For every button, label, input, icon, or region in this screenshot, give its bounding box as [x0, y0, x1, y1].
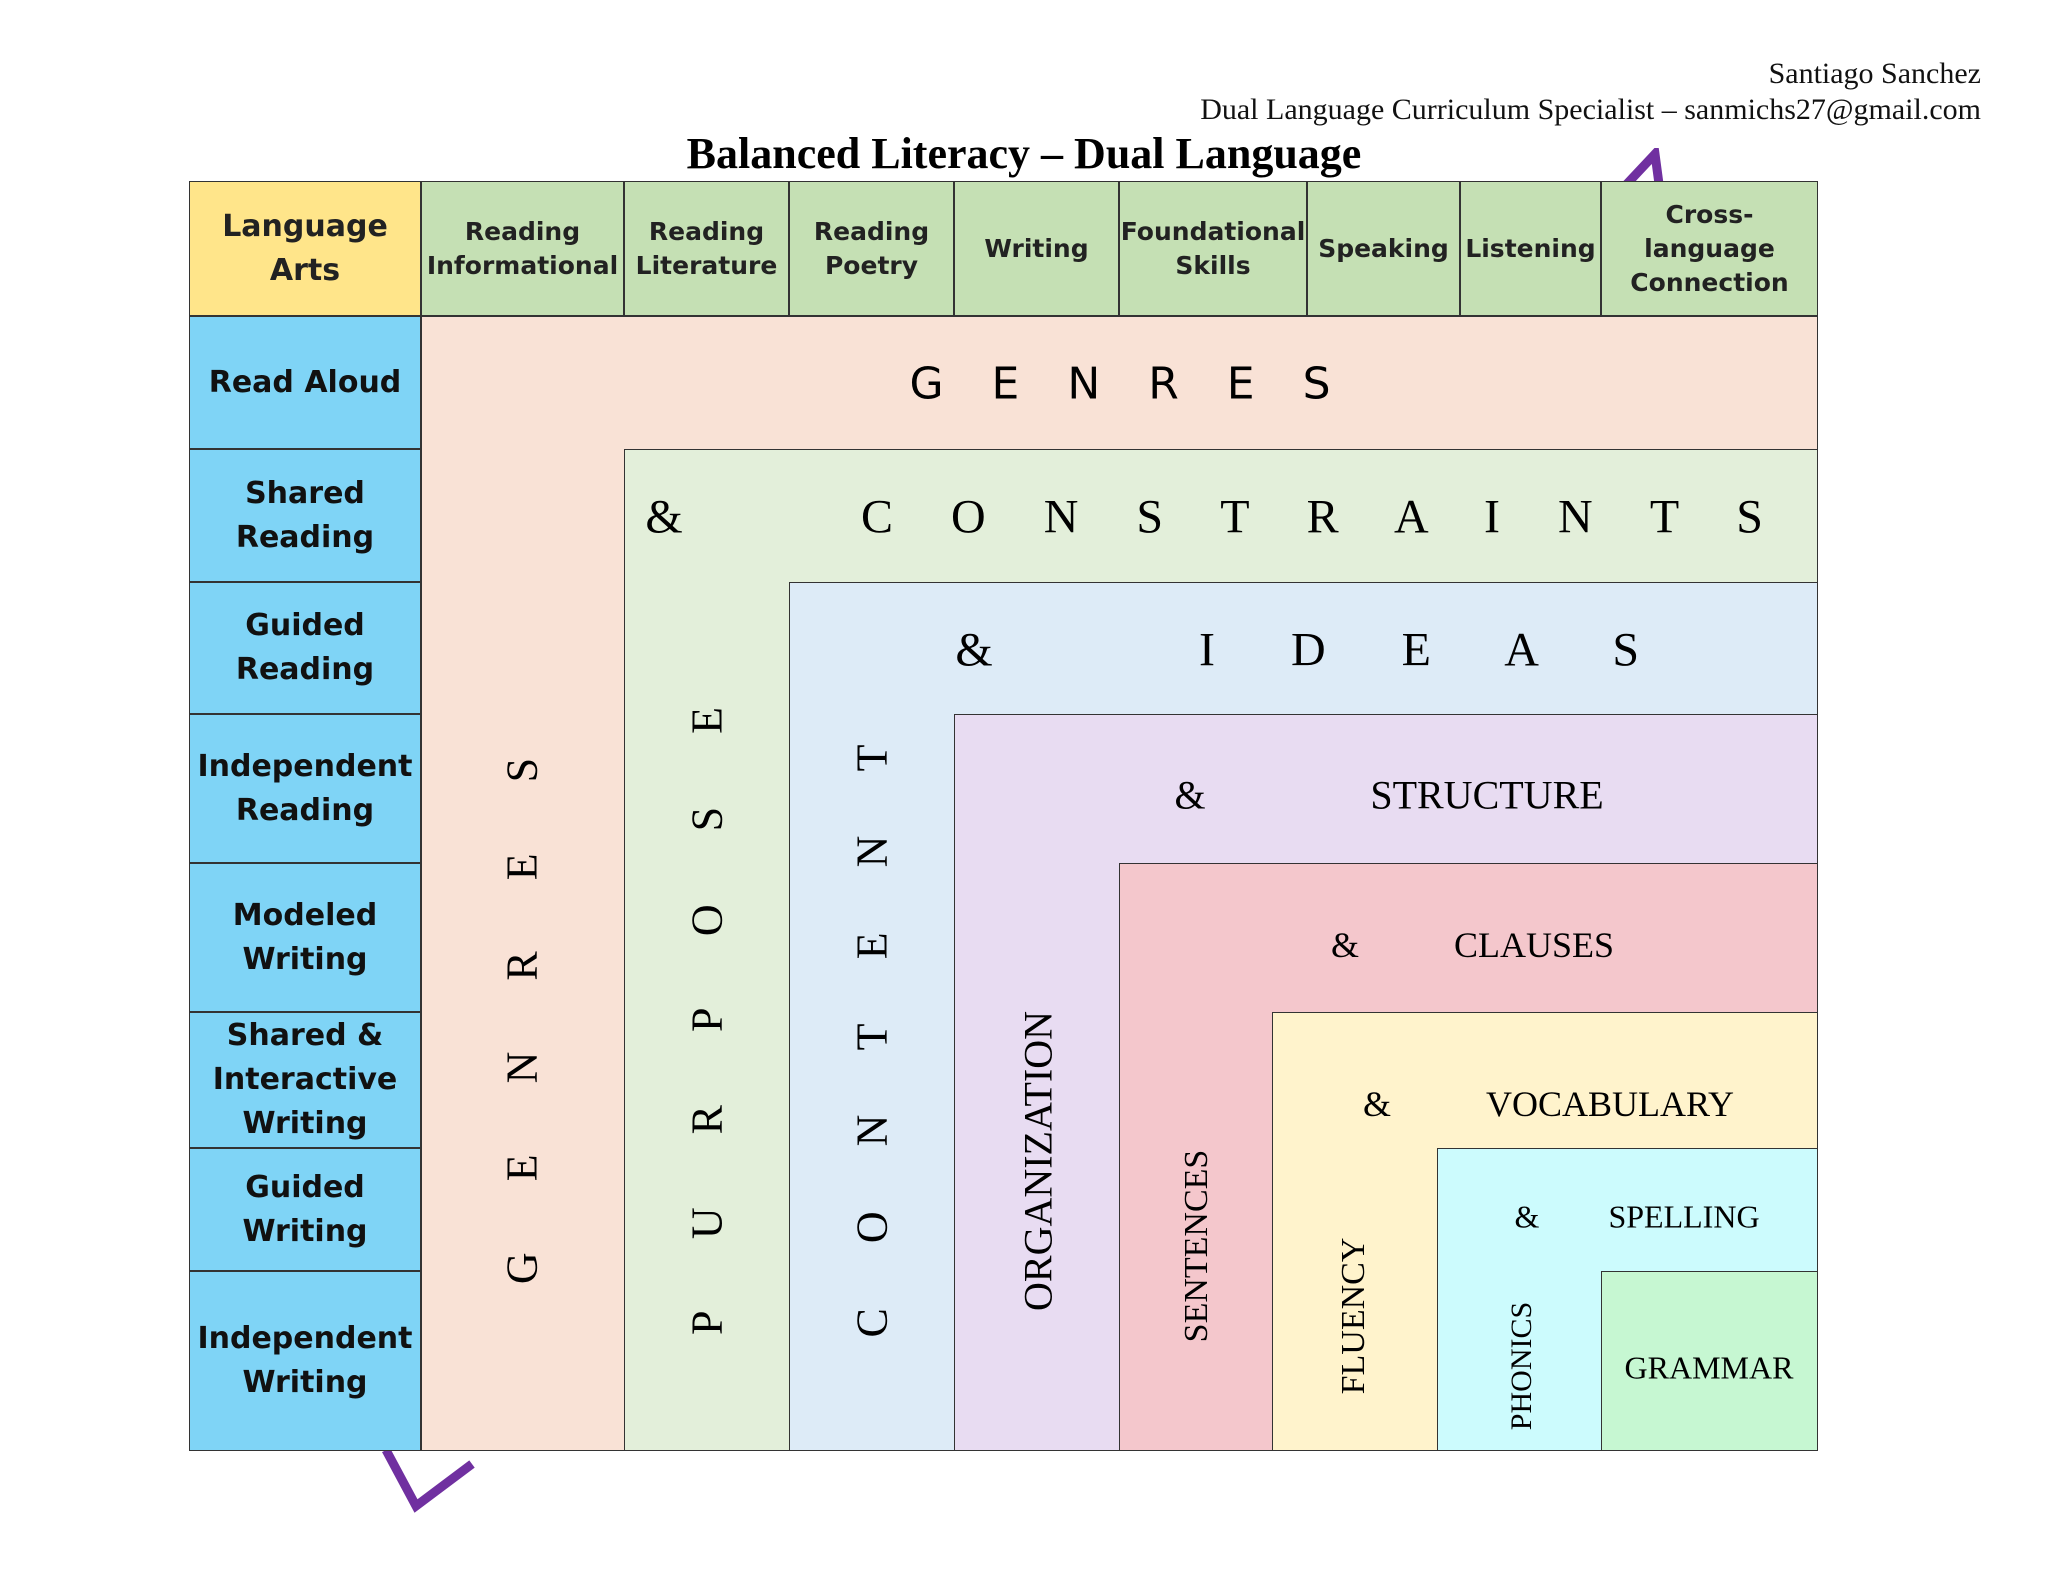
- fluency-amp: &: [1362, 1084, 1392, 1124]
- header-label: Reading Poetry: [813, 216, 930, 280]
- organization-vertical-label: ORGANIZATION: [1015, 1011, 1061, 1311]
- header-label: Reading Informational: [426, 216, 619, 280]
- arrow-top-right-icon: [1621, 148, 1664, 188]
- ideas-label: I D E A S: [1198, 623, 1640, 677]
- literacy-grid: Language Arts Reading Informational Read…: [189, 181, 1818, 1451]
- row-guided-writing: Guided Writing: [189, 1148, 421, 1271]
- purpose-vertical-label: P U R P O S E: [682, 707, 732, 1335]
- row-independent-reading: Independent Reading: [189, 714, 421, 863]
- header-label: Reading Literature: [635, 216, 778, 280]
- phonics-amp: &: [1514, 1198, 1540, 1235]
- row-label: Guided Writing: [242, 1169, 368, 1249]
- spelling-label: SPELLING: [1608, 1198, 1760, 1235]
- constraints-label: C O N S T R A I N T S: [861, 490, 1763, 544]
- header-writing: Writing: [954, 181, 1119, 316]
- author-block: Santiago Sanchez Dual Language Curriculu…: [1200, 56, 1981, 128]
- row-read-aloud: Read Aloud: [189, 316, 421, 449]
- header-reading-informational: Reading Informational: [421, 181, 624, 316]
- content-vertical-label: C O N T E N T: [847, 744, 897, 1338]
- grammar-label: GRAMMAR: [1624, 1349, 1794, 1386]
- content-amp: &: [955, 623, 993, 677]
- header-corner-label: Language Arts: [222, 208, 388, 288]
- structure-label: STRUCTURE: [1370, 772, 1604, 818]
- genres-horizontal-label: G E N R E S: [909, 358, 1331, 410]
- row-shared-reading: Shared Reading: [189, 449, 421, 582]
- row-label: Read Aloud: [208, 364, 402, 400]
- organization-amp: &: [1174, 772, 1206, 818]
- sentences-vertical-label: SENTENCES: [1178, 1149, 1215, 1343]
- header-listening: Listening: [1460, 181, 1601, 316]
- header-reading-poetry: Reading Poetry: [789, 181, 954, 316]
- author-role: Dual Language Curriculum Specialist – sa…: [1200, 93, 1981, 126]
- vocabulary-label: VOCABULARY: [1485, 1084, 1735, 1124]
- row-modeled-writing: Modeled Writing: [189, 863, 421, 1012]
- sentences-amp: &: [1330, 925, 1360, 965]
- row-guided-reading: Guided Reading: [189, 582, 421, 714]
- clauses-label: CLAUSES: [1453, 925, 1615, 965]
- fluency-vertical-label: FLUENCY: [1335, 1237, 1372, 1395]
- author-name: Santiago Sanchez: [1768, 57, 1981, 90]
- header-label: Listening: [1465, 233, 1596, 263]
- page-title: Balanced Literacy – Dual Language: [686, 129, 1362, 178]
- purpose-amp: &: [645, 490, 683, 544]
- row-label: Independent Writing: [197, 1321, 413, 1400]
- phonics-vertical-label: PHONICS: [1505, 1301, 1538, 1431]
- header-reading-literature: Reading Literature: [624, 181, 789, 316]
- header-language-arts: Language Arts: [189, 181, 421, 316]
- header-label: Cross-language Connection: [1630, 199, 1789, 297]
- header-label: Speaking: [1318, 233, 1449, 263]
- header-label: Writing: [984, 233, 1089, 263]
- row-label: Independent Reading: [197, 748, 413, 828]
- row-label: Shared Reading: [235, 475, 375, 555]
- row-shared-interactive-writing: Shared & Interactive Writing: [189, 1012, 421, 1148]
- row-label: Guided Reading: [235, 608, 375, 687]
- genres-vertical-label: G E N R E S: [497, 757, 547, 1285]
- header-foundational-skills: Foundational Skills: [1119, 181, 1307, 316]
- header-label: Foundational Skills: [1120, 216, 1306, 280]
- header-cross-language: Cross-language Connection: [1601, 181, 1818, 316]
- row-independent-writing: Independent Writing: [189, 1271, 421, 1451]
- row-label: Modeled Writing: [232, 897, 378, 977]
- arrow-bottom-left-icon: [382, 1448, 475, 1513]
- header-speaking: Speaking: [1307, 181, 1460, 316]
- region-grammar: [1601, 1271, 1818, 1451]
- row-label: Shared & Interactive Writing: [212, 1018, 398, 1141]
